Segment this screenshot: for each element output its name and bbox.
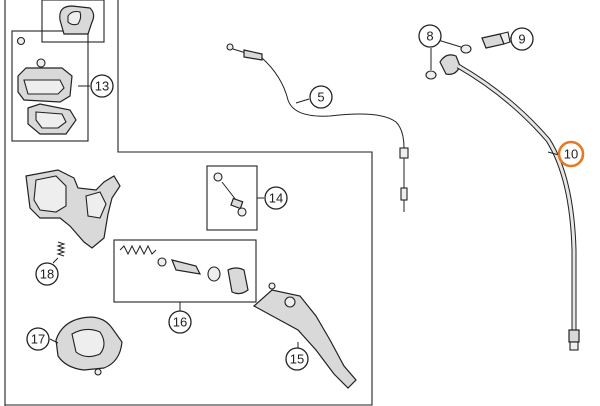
svg-text:13: 13 <box>95 79 109 94</box>
reservoir-cover-part <box>16 36 77 135</box>
clamp-part-top <box>41 0 105 43</box>
switch-part-17 <box>55 316 123 376</box>
callout-17: 17 <box>26 327 50 351</box>
part-16-frame <box>113 239 257 303</box>
svg-text:16: 16 <box>173 315 187 330</box>
o-ring-part-8 <box>425 44 472 80</box>
callout-15: 15 <box>285 347 309 371</box>
svg-text:8: 8 <box>426 29 433 44</box>
piston-kit-part-16 <box>119 244 249 295</box>
group-frame <box>4 0 373 406</box>
callout-18: 18 <box>35 262 59 286</box>
svg-text:15: 15 <box>290 352 304 367</box>
callout-9: 9 <box>510 27 534 51</box>
callout-8: 8 <box>418 24 442 48</box>
hydraulic-line-part-10 <box>439 54 580 351</box>
spring-part-18 <box>56 241 66 257</box>
svg-text:9: 9 <box>518 32 525 47</box>
banjo-bolt-part-9 <box>481 31 511 49</box>
cable-part-5 <box>226 43 409 212</box>
svg-text:14: 14 <box>269 191 283 206</box>
svg-text:5: 5 <box>317 90 324 105</box>
callout-5: 5 <box>309 85 333 109</box>
adjuster-part-14 <box>213 172 247 217</box>
lever-part-15 <box>252 282 357 389</box>
svg-text:10: 10 <box>564 147 578 162</box>
callout-10-highlighted: 10 <box>557 140 585 168</box>
svg-text:18: 18 <box>40 267 54 282</box>
svg-text:17: 17 <box>31 332 45 347</box>
master-cylinder-body <box>25 169 121 249</box>
callout-13: 13 <box>90 74 114 98</box>
callout-16: 16 <box>168 310 192 334</box>
callout-14: 14 <box>264 186 288 210</box>
